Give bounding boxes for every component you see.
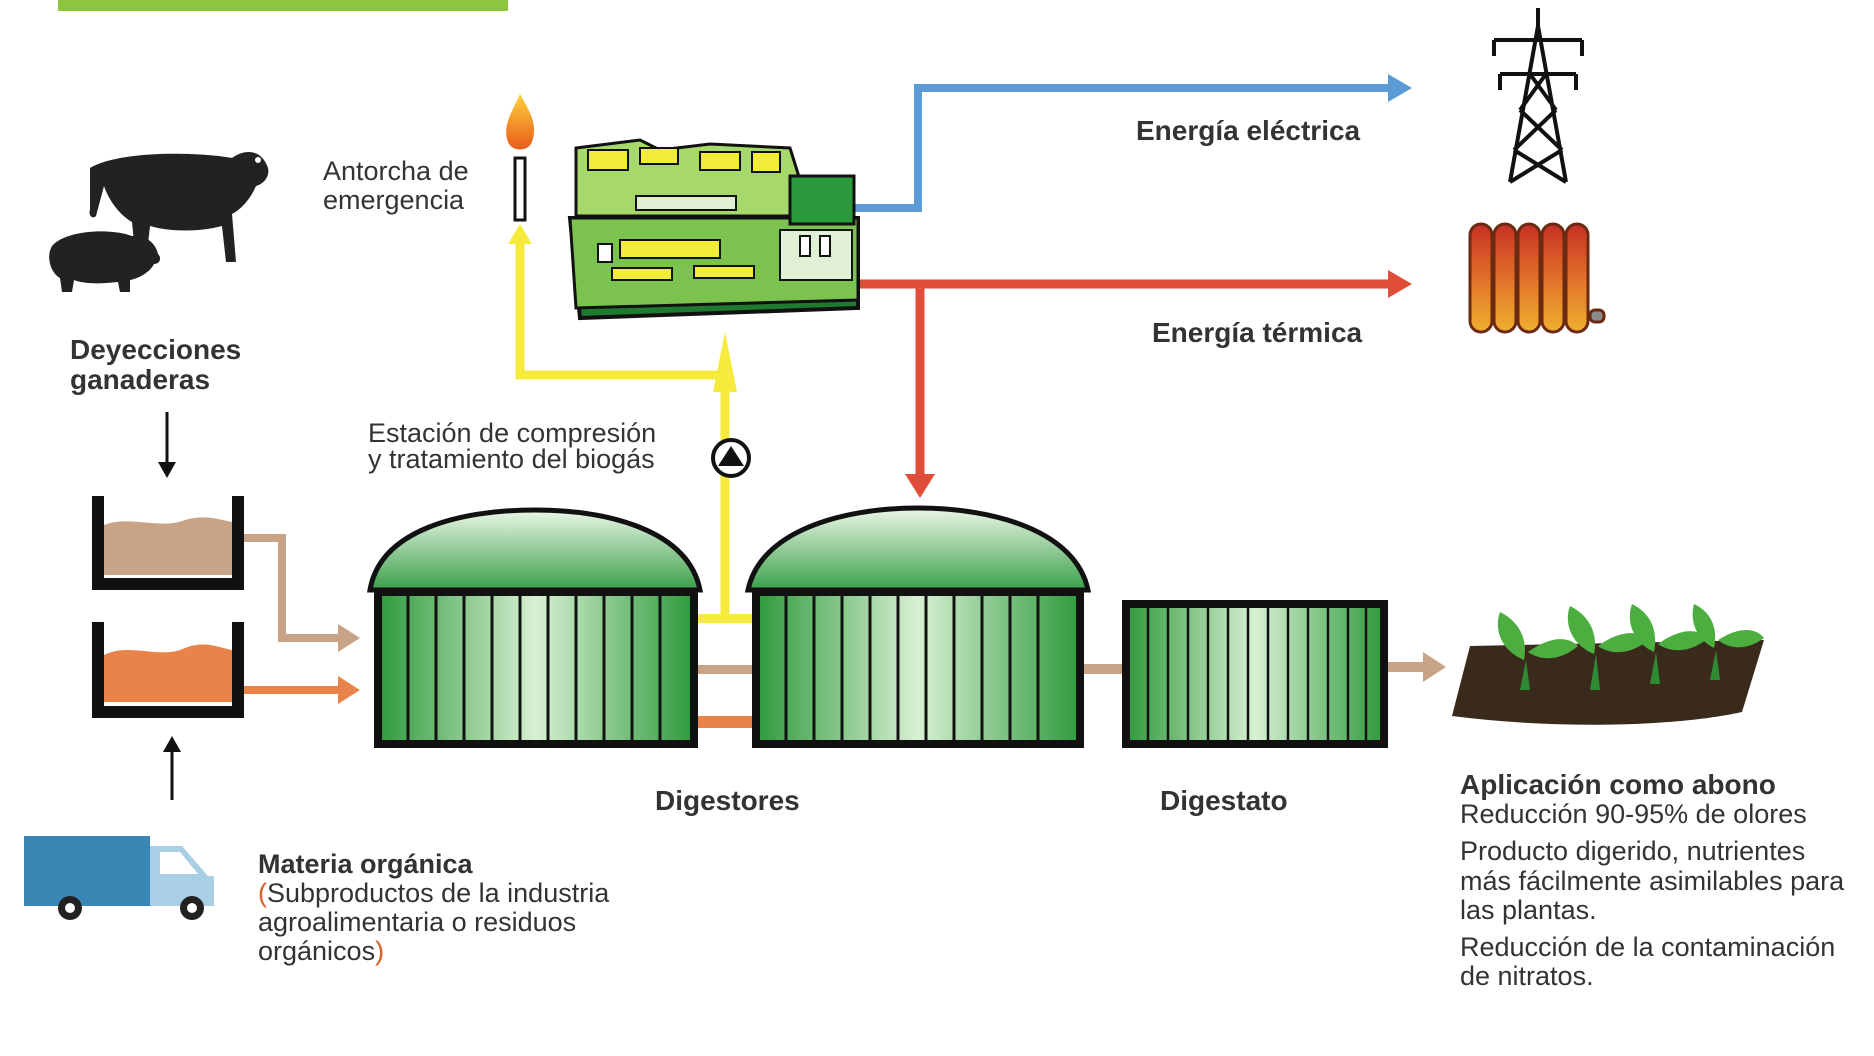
aplicacion-point-3-line2: de nitratos.	[1460, 961, 1594, 992]
aplicacion-point-3: Reducción de la contaminación de nitrato…	[1460, 931, 1844, 992]
digester-tank-2	[744, 505, 1092, 748]
label-energia-termica: Energía térmica	[1152, 317, 1363, 348]
label-energia-electrica: Energía eléctrica	[1136, 115, 1361, 146]
label-estacion-line2: y tratamiento del biogás	[368, 444, 655, 475]
label-aplicacion-abono: Aplicación como abono Reducción 90-95% d…	[1460, 769, 1845, 992]
label-estacion-line1: Estación de compresión	[368, 418, 657, 448]
materia-line3: orgánicos)	[258, 936, 385, 967]
materia-title: Materia orgánica	[258, 849, 473, 879]
pylon-icon	[1492, 8, 1584, 184]
down-arrow	[158, 412, 176, 478]
digestate-tank	[1122, 600, 1388, 748]
label-deyecciones: Deyecciones ganaderas	[70, 334, 242, 396]
truck-icon	[24, 836, 214, 920]
aplicacion-point-3-line1: Reducción de la contaminación	[1460, 931, 1836, 962]
up-arrow	[163, 736, 181, 800]
label-antorcha-line2: emergencia	[323, 185, 465, 216]
aplicacion-point-2: Producto digerido, nutrientes más fácilm…	[1460, 836, 1845, 925]
organic-flow-arrow	[242, 676, 360, 704]
label-antorcha-line1: Antorcha de	[323, 156, 469, 186]
label-materia-organica: Materia orgánica (Subproductos de la ind…	[258, 849, 610, 967]
plants-icon	[1452, 604, 1764, 725]
electric-energy-arrow	[855, 74, 1412, 212]
biogas-flow-arrows	[508, 224, 760, 623]
pump-icon	[711, 438, 751, 478]
label-digestato: Digestato	[1160, 785, 1288, 816]
title-bar	[58, 0, 508, 11]
radiator-icon	[1468, 222, 1606, 334]
cow-icon	[89, 152, 269, 262]
label-antorcha: Antorcha de emergencia	[323, 156, 469, 216]
aplicacion-point-1: Reducción 90-95% de olores	[1460, 799, 1807, 830]
pig-icon	[49, 231, 161, 292]
aplicacion-point-2-line3: las plantas.	[1460, 894, 1597, 925]
label-deyecciones-line2: ganaderas	[70, 364, 211, 396]
digester-link-flows	[696, 664, 1125, 728]
digester-tank-1	[367, 507, 704, 748]
label-digestores: Digestores	[655, 785, 800, 816]
label-deyecciones-line1: Deyecciones	[70, 334, 242, 365]
organic-container	[92, 622, 244, 718]
aplicacion-point-2-line2: más fácilmente asimilables para	[1460, 865, 1845, 896]
generator-icon	[567, 138, 860, 321]
materia-line1: (Subproductos de la industria	[258, 878, 610, 909]
manure-container	[92, 496, 244, 590]
label-estacion: Estación de compresión y tratamiento del…	[368, 418, 657, 475]
manure-flow-arrow	[242, 534, 360, 652]
thermal-energy-arrow	[860, 270, 1412, 498]
materia-line2: agroalimentaria o residuos	[258, 907, 577, 938]
digestate-flow-arrow	[1385, 652, 1446, 682]
aplicacion-title: Aplicación como abono	[1460, 769, 1776, 800]
aplicacion-point-2-line1: Producto digerido, nutrientes	[1460, 836, 1806, 867]
torch-icon	[506, 94, 535, 222]
